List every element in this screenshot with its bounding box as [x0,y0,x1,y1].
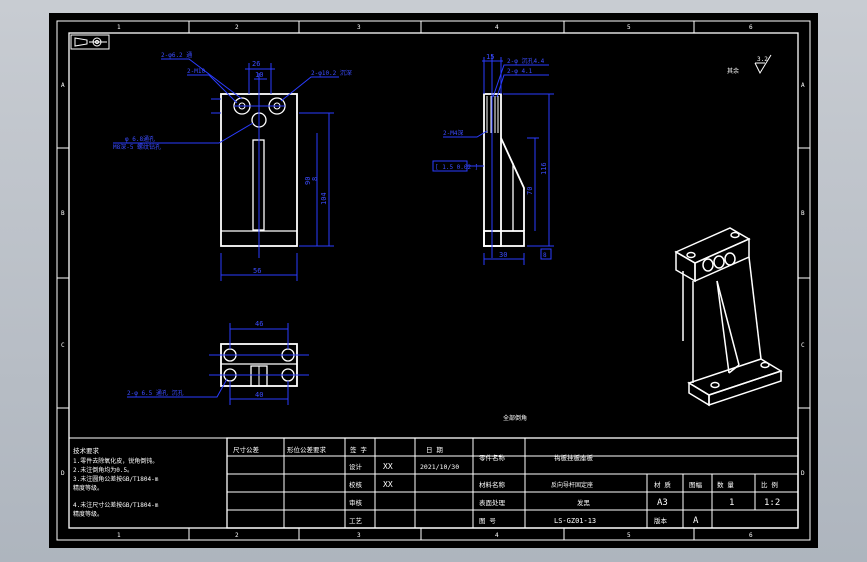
dim-top-40: 40 [255,391,263,399]
col-label-bottom-2: 2 [235,532,239,539]
side-callout-1: 2-φ 沉孔4.4 [507,57,545,65]
notes-line-1: 1.零件去除氧化皮，锐角倒钝。 [73,457,158,465]
top-view-callout: 2-φ 6.5 通孔 沉孔 [127,389,184,397]
col-label-bottom-4: 4 [495,532,499,539]
tb-version: A [693,516,699,526]
tb-size-label: 图幅 [689,480,703,489]
row-label-right-a: A [801,82,805,89]
row-label-right-c: C [801,342,805,349]
row-label-left-b: B [61,210,65,217]
dim-front-26: 26 [252,60,260,68]
tb-part-name: 钩板挂板座板 [554,453,594,462]
notes-line-5: 4.未注尺寸公差按GB/T1804-m [73,501,159,509]
front-view-dimensions: 56 26 10 90 104 8 2-φ6.2 通 2-M10 2-φ1 [113,51,352,281]
col-label-top-4: 4 [495,24,499,31]
side-callout-2: 2-φ 4.1 [507,68,533,75]
zone-ticks [57,21,810,540]
row-label-right-b: B [801,210,805,217]
tb-scale-label: 比 例 [761,480,778,489]
tb-col-geo: 形位公差要求 [287,445,327,454]
dim-front-90: 90 [304,177,312,185]
center-note: 全部倒角 [503,414,527,422]
tb-drawing-no: LS-GZ01-13 [554,517,596,525]
row-label-left-c: C [61,342,65,349]
notes-line-4: 精度等级。 [73,484,103,492]
front-hole-callout-3: 2-φ10.2 沉深 [311,69,352,77]
front-center-callout: φ 6.8通孔 [125,135,155,143]
col-label-bottom-5: 5 [627,532,631,539]
front-hole-callout-1: 2-φ6.2 通 [161,51,192,59]
tb-row-design: 设计 [349,462,363,471]
outer-frame [56,20,811,541]
col-label-top-5: 5 [627,24,631,31]
dim-front-104: 104 [320,192,328,205]
side-view [483,55,525,258]
row-label-left-a: A [61,82,65,89]
roughness-label: 其余 [727,67,739,75]
dim-top-46: 46 [255,320,263,328]
tb-row-review: 审核 [349,498,363,507]
front-center-callout-2: M8深-5 螺纹钻孔 [113,143,161,151]
drawing-canvas: 1 2 3 4 5 6 1 2 3 4 5 6 A B C D A B C D [56,20,811,541]
tb-row-process: 工艺 [349,517,363,525]
tb-qty-label: 数 量 [717,480,734,489]
front-view [220,73,298,258]
tb-version-label: 版本 [654,516,668,525]
title-block [69,437,799,529]
tb-drawing-no-label: 图 号 [479,517,496,525]
tb-sheet-size: A3 [657,498,668,508]
side-callout-3: 2-M4深 [443,129,463,137]
top-view-dimensions: 46 40 2-φ 6.5 通孔 沉孔 [127,320,289,405]
tb-row-check: 校核 [349,480,363,489]
tb-heat-label: 表面处理 [479,498,506,507]
dim-front-width: 56 [253,267,261,275]
col-label-top-3: 3 [357,24,361,31]
col-label-bottom-3: 3 [357,532,361,539]
roughness-symbol: 3.2 其余 [727,54,772,75]
drawing-sheet: 1 2 3 4 5 6 1 2 3 4 5 6 A B C D A B C D [49,13,818,548]
front-hole-callout-2: 2-M10 [187,68,205,75]
col-label-top-6: 6 [749,24,753,31]
col-label-bottom-6: 6 [749,532,753,539]
tb-date: 2021/10/30 [420,463,459,471]
notes-line-6: 精度等级。 [73,510,103,518]
row-label-left-d: D [61,470,65,477]
tb-designer: XX [383,462,393,471]
dim-side-30: 30 [499,251,507,259]
tb-heat: 发黑 [577,498,591,507]
roughness-value: 3.2 [757,56,768,63]
row-label-right-d: D [801,470,805,477]
dim-side-box: 8 [543,252,547,259]
dim-side-116: 116 [540,162,548,175]
tb-qty: 1 [729,498,734,508]
top-view [209,343,309,387]
dim-side-70: 70 [526,187,534,195]
isometric-view [674,227,783,407]
projection-symbol [70,34,110,50]
notes-line-3: 3.未注圆角公差按GB/T1804-m [73,475,159,483]
tb-scale-label-1: 材 质 [654,480,671,489]
dim-front-8: 8 [311,177,319,181]
tb-scale: 1:2 [764,498,780,508]
tb-col-date: 日 期 [426,446,443,454]
side-view-dimensions: 15 30 116 70 8 2-φ 沉孔4.4 2-φ 4.1 2-M [432,53,554,265]
tb-material: 反向导杆固定座 [551,481,593,489]
dim-front-10: 10 [255,71,263,79]
dim-side-15: 15 [486,53,494,61]
notes-title: 技术要求 [73,446,100,455]
col-label-bottom-1: 1 [117,532,121,539]
tb-col-dim: 尺寸公差 [233,445,260,454]
tb-company: 零件名称 [479,453,506,462]
col-label-top-2: 2 [235,24,239,31]
technical-notes: 技术要求 1.零件去除氧化皮，锐角倒钝。 2.未注倒角均为0.5。 3.未注圆角… [73,446,159,518]
side-callout-box: [ 1.5 0.02 ] [435,164,478,171]
tb-material-label: 材料名称 [479,480,506,489]
tb-checker: XX [383,480,393,489]
tb-col-name: 签 字 [350,445,367,454]
col-label-top-1: 1 [117,24,121,31]
notes-line-2: 2.未注倒角均为0.5。 [73,466,133,474]
